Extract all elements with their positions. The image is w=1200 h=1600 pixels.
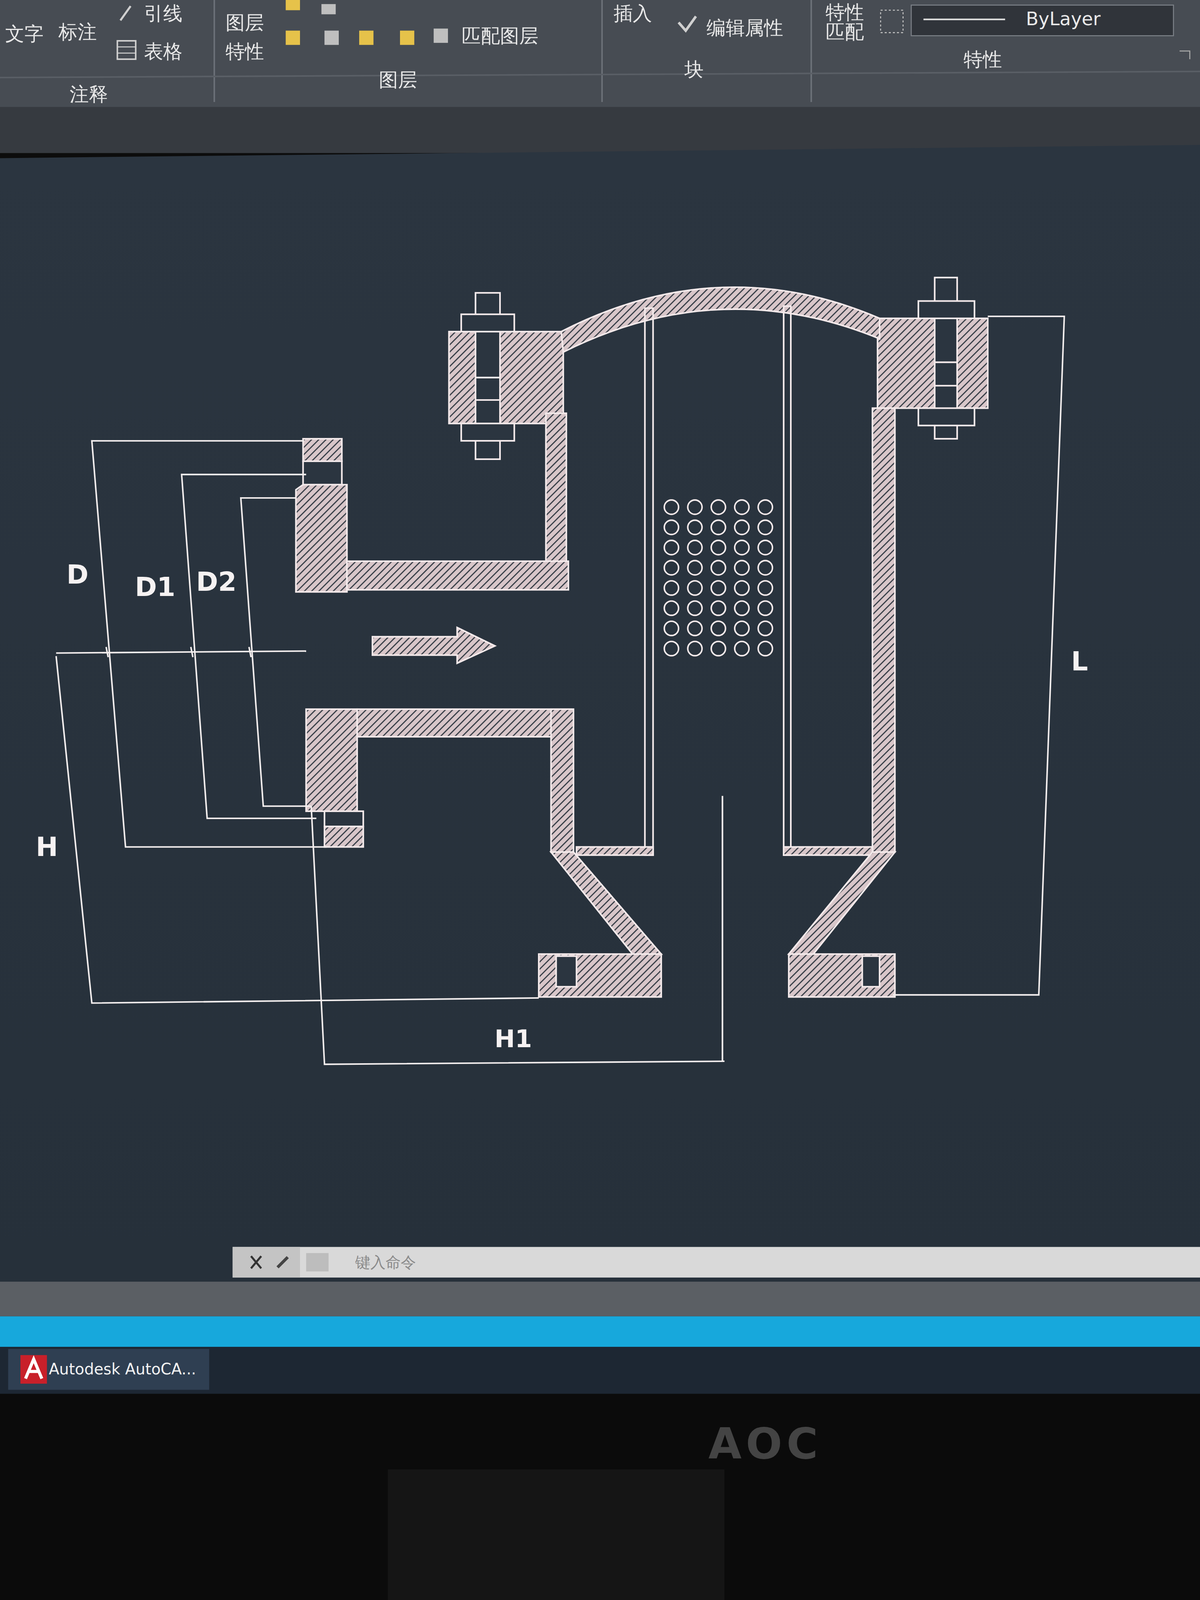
dimension-label: D1 [134, 573, 176, 600]
perforation-hole [734, 601, 750, 616]
dimension-label: D [66, 561, 89, 588]
perforation-hole [687, 520, 702, 535]
perforation-hole [664, 500, 679, 515]
panel-title: 注释 [69, 84, 108, 104]
perforation-hole [711, 580, 726, 596]
perforation-hole [711, 641, 726, 656]
perforation-hole [758, 580, 773, 596]
dimension-label: H1 [494, 1026, 532, 1051]
perforation-hole [758, 621, 773, 636]
ribbon-label: 插入 [613, 3, 652, 23]
ribbon-label: 表格 [144, 41, 183, 61]
perforation-hole [664, 641, 679, 656]
perforation-hole [711, 520, 726, 535]
drawing-area [0, 144, 1200, 1282]
perforation-hole [664, 520, 679, 535]
perforation-hole [734, 540, 750, 555]
dimension-lines [56, 316, 1064, 1065]
perforation-hole [734, 580, 750, 596]
monitor-logo: AOC [708, 1422, 823, 1466]
perforation-hole [734, 641, 750, 656]
ribbon-shadow [0, 107, 1200, 154]
perforation-hole [711, 621, 726, 636]
window-border [0, 1316, 1200, 1348]
perforation-hole [687, 621, 702, 636]
perforation-hole [758, 500, 773, 515]
perforation-hole [687, 580, 702, 596]
perforation-hole [687, 500, 702, 515]
perforation-hole [758, 601, 773, 616]
separator-drawing [296, 277, 988, 1062]
panel-title: 块 [684, 59, 704, 79]
perforation-hole [758, 641, 773, 656]
monitor-bezel [0, 1394, 1200, 1600]
taskbar-button [8, 1348, 210, 1390]
perforation-hole [734, 500, 750, 515]
ribbon-label: 匹配 [825, 22, 864, 42]
dropdown-value: ByLayer [1026, 10, 1101, 29]
perforation-hole [687, 601, 702, 616]
command-line [232, 1246, 1200, 1278]
perforation-hole [758, 540, 773, 555]
perforation-hole [734, 520, 750, 535]
ribbon-label: 引线 [144, 3, 183, 23]
perforation-hole [711, 500, 726, 515]
perforation-hole [664, 580, 679, 596]
ribbon-label: 编辑属性 [706, 18, 784, 38]
ribbon-label: 标注 [58, 22, 97, 42]
status-bar [0, 1281, 1200, 1317]
command-placeholder: 键入命令 [355, 1254, 416, 1270]
perforation-hole [664, 621, 679, 636]
ribbon-label: 匹配图层 [461, 26, 539, 46]
app-icon [20, 1355, 47, 1384]
dimension-label: D2 [196, 568, 237, 595]
perforation-hole [664, 560, 679, 576]
taskbar-label: Autodesk AutoCA... [48, 1361, 196, 1377]
perforation-hole [687, 560, 702, 576]
perforation-hole [664, 540, 679, 555]
ribbon-label: 图层 [225, 12, 264, 32]
perforation-hole [734, 621, 750, 636]
perforation-hole [758, 520, 773, 535]
perforation-hole [711, 560, 726, 576]
perforation-hole [711, 601, 726, 616]
panel-title: 特性 [963, 49, 1002, 69]
perforation-hole [758, 560, 773, 576]
ribbon-label: 特性 [825, 2, 864, 22]
panel-title: 图层 [378, 70, 418, 90]
dimension-label: L [1071, 648, 1088, 675]
perforation-hole [711, 540, 726, 555]
ribbon-icons [117, 0, 1190, 60]
perforation-hole [734, 560, 750, 576]
ribbon-label: 特性 [225, 41, 264, 61]
ribbon-label: 文字 [5, 24, 44, 44]
perforation-hole [664, 601, 679, 616]
dimension-label: H [36, 833, 59, 860]
taskbar [0, 1346, 1200, 1394]
perforation-hole [687, 540, 702, 555]
ribbon-separators [0, 0, 1200, 102]
linetype-dropdown [911, 5, 1174, 36]
ribbon [0, 0, 1200, 108]
perforation-hole [687, 641, 702, 656]
